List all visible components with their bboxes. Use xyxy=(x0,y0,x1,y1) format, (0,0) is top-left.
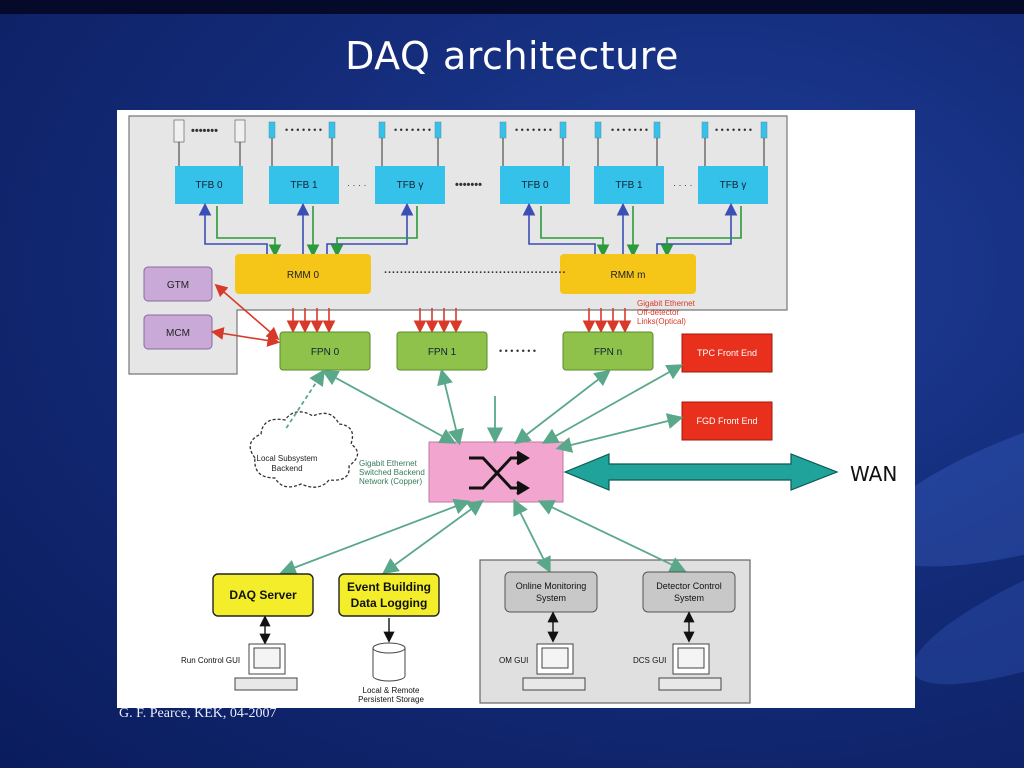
svg-text:• • • • • • •: • • • • • • • xyxy=(515,125,552,135)
fgd-box xyxy=(681,401,773,441)
tfb-label: TFB 1 xyxy=(290,180,318,191)
tfb-box xyxy=(175,166,243,204)
rmm-label: RMM 0 xyxy=(287,270,320,281)
event-building-label: Data Logging xyxy=(351,596,428,610)
cloud-link xyxy=(284,368,325,431)
rmm-label: RMM m xyxy=(611,270,646,281)
detector-control-label: Detector Control xyxy=(656,581,722,591)
computer-icon xyxy=(522,643,586,691)
gige-copper-label: Gigabit Ethernet xyxy=(359,459,418,468)
storage-label: Local & Remote xyxy=(363,686,420,695)
tfb-box xyxy=(500,166,570,204)
daq-diagram: ••••••• • • • • • • • • • • • • • • • • … xyxy=(128,115,839,704)
svg-text:• • • • • • •: • • • • • • • xyxy=(715,125,752,135)
daq-server-label: DAQ Server xyxy=(229,588,297,602)
tfb-box xyxy=(594,166,664,204)
fpn-label: FPN n xyxy=(594,347,622,358)
svg-text:• • • • • • •: • • • • • • • xyxy=(394,125,431,135)
wan-label: WAN xyxy=(850,462,898,486)
online-monitoring-box xyxy=(504,571,598,613)
detector-control-label: System xyxy=(674,593,704,603)
gui-links xyxy=(259,611,695,645)
fgd-label: FGD Front End xyxy=(696,416,757,426)
rmm-fpn-links xyxy=(210,283,632,347)
fpn-ellipsis: • • • • • • • xyxy=(499,346,536,356)
tfb-label: TFB 0 xyxy=(195,180,223,191)
online-monitoring-label: Online Monitoring xyxy=(516,581,587,591)
sensor-dots: ••••••• • • • • • • • • • • • • • • • • … xyxy=(191,125,752,137)
gige-copper-label: Switched Backend xyxy=(359,468,425,477)
tfb-box xyxy=(269,166,339,204)
cloud-label: Local Subsystem xyxy=(257,454,318,463)
svg-text:• • • • • • •: • • • • • • • xyxy=(611,125,648,135)
gtm-label: GTM xyxy=(167,280,189,291)
network-links xyxy=(279,364,687,576)
tfb-rmm-links xyxy=(198,202,742,258)
tfb-group: TFB 0 TFB 1 TFB γ TFB 0 TFB 1 TFB γ xyxy=(175,166,768,204)
computer-icon xyxy=(658,643,722,691)
slide-footer: G. F. Pearce, KEK, 04-2007 xyxy=(119,706,277,721)
switch-icon xyxy=(469,450,530,496)
diagram-panel: ••••••• • • • • • • • • • • • • • • • • … xyxy=(117,110,915,708)
tfb-box xyxy=(698,166,768,204)
fpn-box xyxy=(279,331,371,371)
top-bar xyxy=(0,0,1024,14)
gige-optical-label: Gigabit Ethernet xyxy=(637,299,696,308)
gige-optical-label: Links(Optical) xyxy=(637,317,686,326)
rmm-box xyxy=(560,254,696,294)
rmm-ellipsis: ········································… xyxy=(384,267,566,279)
tfb-box xyxy=(375,166,445,204)
mcm-label: MCM xyxy=(166,328,190,339)
event-building-box xyxy=(338,573,440,617)
dcs-gui-label: DCS GUI xyxy=(633,656,666,665)
tpc-label: TPC Front End xyxy=(697,348,757,358)
tfb-ellipsis: ••••••• xyxy=(455,179,482,191)
wan-arrow xyxy=(563,453,839,491)
run-control-gui-label: Run Control GUI xyxy=(181,656,240,665)
tfb-ellipsis: · · · · xyxy=(673,180,693,190)
tfb-label: TFB γ xyxy=(720,180,747,191)
om-gui-label: OM GUI xyxy=(499,656,528,665)
fpn-label: FPN 1 xyxy=(428,347,457,358)
svg-text:•••••••: ••••••• xyxy=(191,125,218,137)
tfb-ellipsis: · · · · xyxy=(347,180,367,190)
tfb-label: TFB γ xyxy=(397,180,424,191)
cloud-label: Backend xyxy=(271,464,302,473)
event-building-label: Event Building xyxy=(347,580,431,594)
storage-icon xyxy=(372,642,406,682)
cloud-shape xyxy=(249,411,359,488)
tpc-box xyxy=(681,333,773,373)
tfb-label: TFB 1 xyxy=(615,180,643,191)
online-monitoring-label: System xyxy=(536,593,566,603)
storage-label: Persistent Storage xyxy=(358,695,424,704)
detector-control-box xyxy=(642,571,736,613)
computer-icon xyxy=(234,643,298,691)
tfb-label: TFB 0 xyxy=(521,180,549,191)
fpn-label: FPN 0 xyxy=(311,347,340,358)
gige-optical-label: Off-detector xyxy=(637,308,679,317)
gige-copper-label: Network (Copper) xyxy=(359,477,422,486)
svg-text:• • • • • • •: • • • • • • • xyxy=(285,125,322,135)
slide-title: DAQ architecture xyxy=(345,34,679,78)
sensor-leads xyxy=(178,138,765,166)
gtm-box xyxy=(143,266,213,302)
sensor-marks xyxy=(173,119,768,143)
